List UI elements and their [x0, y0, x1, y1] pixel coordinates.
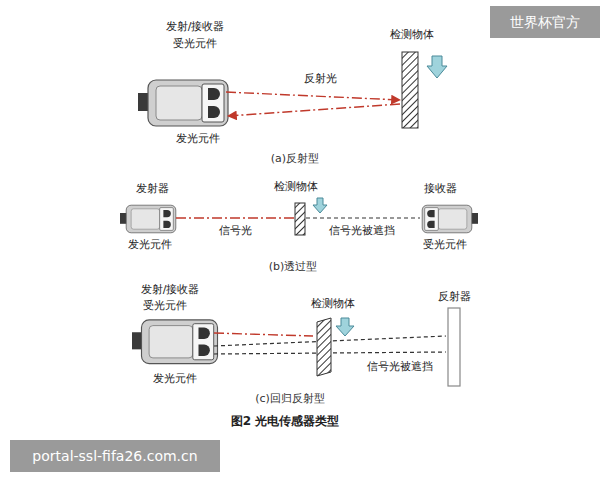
light-beam: [226, 92, 400, 100]
sensor-symbol: [422, 205, 478, 233]
motion-arrow: [313, 198, 327, 213]
watermark: 世界杯官方: [510, 14, 580, 31]
motion-arrow: [427, 56, 447, 78]
beam-label: 信号光被遮挡: [367, 360, 433, 374]
beam-label: 反射光: [304, 72, 337, 86]
motion-arrow: [336, 318, 354, 336]
object-label: 检测物体: [274, 180, 318, 194]
part-name: 发光元件: [128, 238, 172, 252]
sensor-symbol: [132, 320, 218, 364]
blocked-beam: [306, 217, 420, 218]
device-name: 反射器: [438, 290, 471, 304]
object-label: 检测物体: [311, 297, 355, 311]
subfigure-caption: (c)回归反射型: [255, 392, 325, 406]
part-name: 受光元件: [173, 37, 217, 51]
figure-caption: 图2 光电传感器类型: [231, 414, 340, 429]
beam-label: 信号光被遮挡: [329, 224, 395, 238]
reflector: [448, 308, 460, 386]
device-name: 发射/接收器: [141, 283, 200, 297]
device-name: 接收器: [424, 182, 457, 196]
subfigure-caption: (b)透过型: [269, 260, 318, 274]
part-name: 受光元件: [423, 238, 467, 252]
target-object: [295, 203, 305, 235]
part-name: 受光元件: [143, 299, 187, 313]
part-name: 发光元件: [176, 132, 220, 146]
subfigure-caption: (a)反射型: [271, 152, 319, 166]
target-object: [402, 52, 418, 128]
sensor-symbol: [120, 205, 176, 233]
target-object: [317, 318, 331, 376]
light-beam: [214, 333, 313, 336]
device-name: 发射/接收器: [166, 20, 225, 34]
sensor-symbol: [138, 80, 228, 126]
light-beam: [228, 104, 400, 116]
beam-label: 信号光: [219, 224, 252, 238]
watermark-ground: [490, 6, 600, 38]
part-name: 发光元件: [153, 372, 197, 386]
watermark: portal-ssl-fifa26.com.cn: [32, 448, 197, 465]
light-beam: [176, 217, 294, 218]
watermark-ground: [10, 440, 220, 472]
object-label: 检测物体: [390, 28, 434, 42]
device-name: 发射器: [136, 182, 169, 196]
